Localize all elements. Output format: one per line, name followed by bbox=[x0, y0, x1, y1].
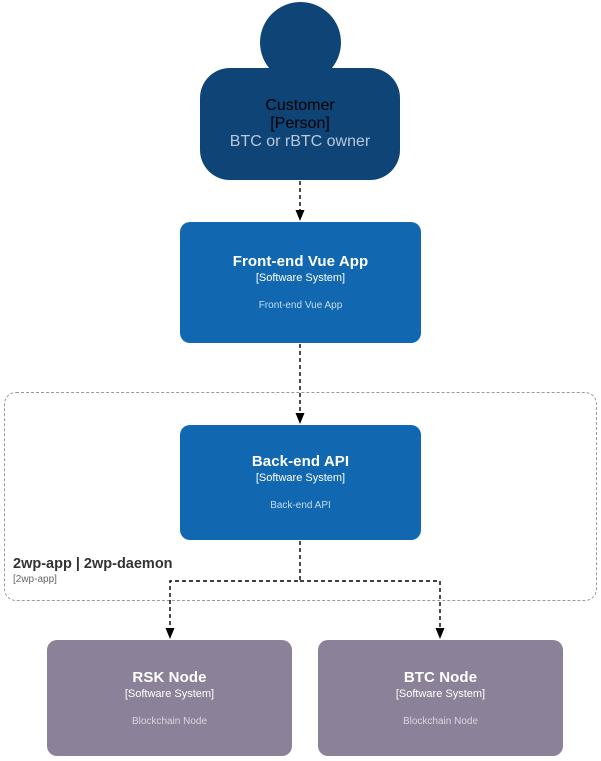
node-frontend-title: Front-end Vue App bbox=[232, 253, 369, 270]
node-backend-title: Back-end API bbox=[251, 453, 350, 470]
node-rsk-desc: Blockchain Node bbox=[131, 715, 208, 727]
node-btc-tech: [Software System] bbox=[395, 687, 486, 700]
node-frontend-vue-app[interactable]: Front-end Vue App [Software System] Fron… bbox=[180, 222, 421, 343]
node-customer-desc: BTC or rBTC owner bbox=[229, 133, 371, 150]
boundary-2wp-app bbox=[4, 392, 597, 601]
node-frontend-desc: Front-end Vue App bbox=[258, 300, 343, 311]
node-customer[interactable]: Customer [Person] BTC or rBTC owner bbox=[200, 68, 400, 180]
node-customer-title: Customer bbox=[265, 97, 335, 114]
boundary-tech: [2wp-app] bbox=[13, 574, 57, 585]
boundary-label-group: 2wp-app | 2wp-daemon [2wp-app] bbox=[13, 555, 173, 586]
node-rsk-tech: [Software System] bbox=[124, 687, 215, 700]
node-backend-tech: [Software System] bbox=[255, 472, 346, 484]
node-customer-tech: [Person] bbox=[270, 115, 330, 132]
node-btc-title: BTC Node bbox=[403, 668, 478, 686]
boundary-title: 2wp-app | 2wp-daemon bbox=[13, 556, 173, 572]
node-rsk-node[interactable]: RSK Node [Software System] Blockchain No… bbox=[47, 640, 292, 756]
node-btc-node[interactable]: BTC Node [Software System] Blockchain No… bbox=[318, 640, 563, 756]
node-btc-desc: Blockchain Node bbox=[402, 715, 479, 727]
node-rsk-title: RSK Node bbox=[132, 668, 207, 686]
node-backend-api[interactable]: Back-end API [Software System] Back-end … bbox=[180, 425, 421, 540]
node-frontend-tech: [Software System] bbox=[255, 272, 346, 284]
node-backend-desc: Back-end API bbox=[270, 500, 331, 511]
